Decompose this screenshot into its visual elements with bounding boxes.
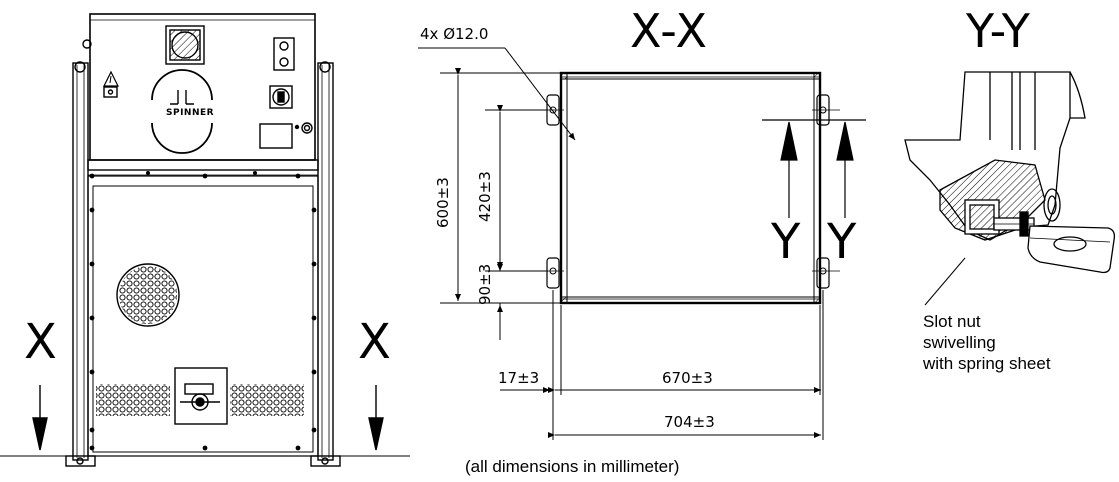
front-view [65, 13, 341, 467]
section-x-markers [0, 385, 410, 457]
section-y-markers [762, 119, 866, 218]
section-yy-title: Y-Y [966, 4, 1031, 58]
spinner-logo-text: SPINNER [166, 108, 215, 118]
view-marker-y-right: Y [827, 214, 857, 270]
section-xx-view [542, 71, 840, 305]
front-view-screws [89, 171, 317, 451]
dim-side-offset: 17±3 [498, 369, 540, 387]
view-marker-x-left: X [24, 314, 57, 370]
dim-hole-spacing-vertical: 420±3 [476, 171, 494, 222]
section-yy-detail [904, 71, 1116, 306]
view-marker-y-left: Y [771, 214, 801, 270]
section-xx-dimensions [418, 47, 824, 440]
dim-height-total: 600±3 [434, 177, 452, 228]
units-note: (all dimensions in millimeter) [465, 457, 680, 476]
hole-callout: 4x Ø12.0 [420, 25, 489, 43]
dim-width-total: 704±3 [664, 413, 715, 431]
dim-hole-spacing-horizontal: 670±3 [662, 369, 713, 387]
slot-nut-note-line3: with spring sheet [923, 354, 1051, 373]
dim-bottom-offset: 90±3 [476, 263, 494, 305]
section-xx-title: X-X [630, 4, 709, 58]
slot-nut-note-line2: swivelling [923, 333, 996, 352]
view-marker-x-right: X [358, 314, 391, 370]
slot-nut-note-line1: Slot nut [923, 312, 981, 331]
